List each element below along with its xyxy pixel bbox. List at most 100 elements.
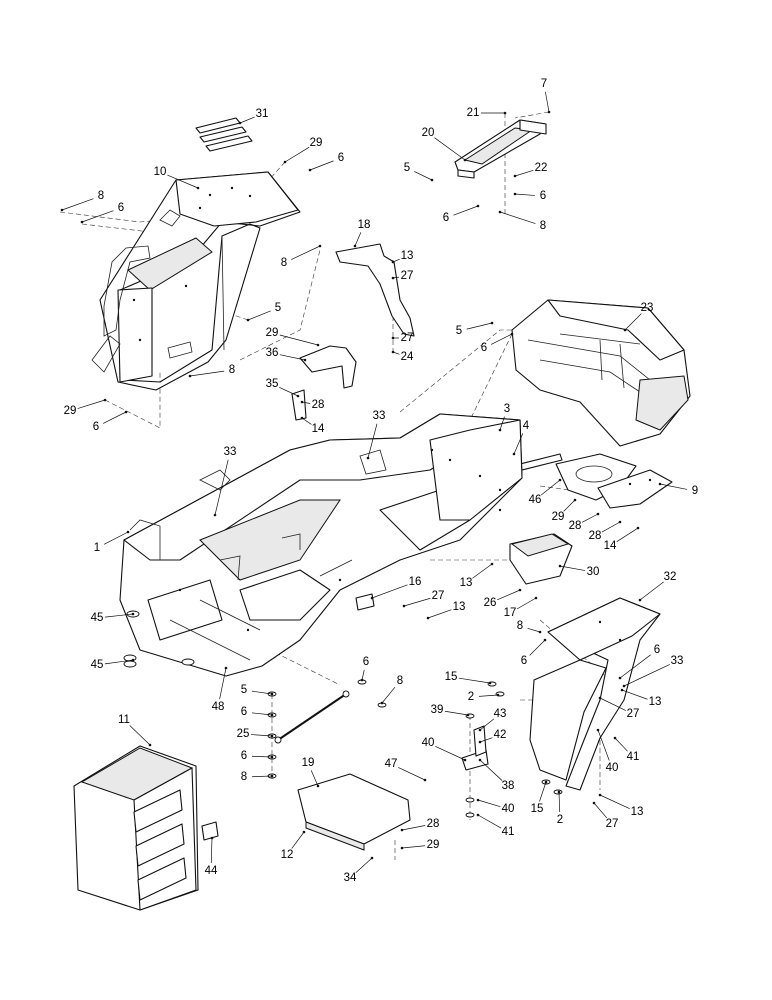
callout-number: 29: [427, 839, 440, 851]
callout-6: 6: [360, 656, 369, 682]
callout-number: 29: [310, 137, 323, 149]
callout-6: 6: [241, 750, 274, 762]
callout-number: 40: [502, 803, 515, 815]
callout-21: 21: [467, 107, 507, 119]
callout-5: 5: [246, 302, 281, 322]
leader-end: [658, 482, 662, 486]
leader-line: [291, 245, 321, 260]
leader-end: [534, 596, 538, 600]
callout-28: 28: [300, 399, 324, 411]
callout-5: 5: [456, 321, 494, 337]
callout-13: 13: [391, 250, 413, 264]
callout-number: 48: [212, 701, 225, 713]
leader-end: [488, 681, 492, 685]
callout-number: 8: [540, 220, 546, 232]
upper-step: [454, 119, 547, 179]
callout-number: 33: [224, 446, 237, 458]
leader-end: [400, 846, 404, 850]
callout-number: 38: [502, 780, 515, 792]
callout-number: 42: [494, 729, 507, 741]
callout-8: 8: [241, 771, 274, 783]
leader-line: [103, 531, 129, 545]
callout-number: 6: [338, 152, 344, 164]
leader-end: [620, 688, 624, 692]
callout-number: 27: [432, 590, 445, 602]
leader-line: [104, 659, 134, 665]
callout-number: 6: [363, 656, 369, 668]
leader-end: [131, 612, 135, 616]
callout-6: 6: [521, 638, 547, 667]
callout-1: 1: [94, 530, 130, 554]
leader-line: [490, 333, 513, 345]
callout-number: 20: [422, 127, 435, 139]
leader-line: [309, 160, 334, 171]
callout-5: 5: [404, 162, 434, 182]
leader-line: [381, 686, 396, 704]
callout-23: 23: [623, 302, 653, 332]
leader-line: [514, 193, 536, 196]
callout-number: 40: [422, 737, 435, 749]
leader-end: [596, 512, 600, 516]
leader-line: [219, 667, 227, 700]
leader-end: [430, 178, 434, 182]
callout-8: 8: [188, 364, 235, 378]
callout-13: 13: [620, 688, 662, 708]
leader-end: [296, 394, 300, 398]
leader-line: [529, 639, 546, 656]
leader-line: [558, 791, 561, 813]
leader-line: [279, 387, 299, 397]
callout-20: 20: [422, 127, 467, 162]
callout-number: 2: [557, 814, 563, 826]
leader-line: [398, 767, 426, 781]
callout-number: 29: [552, 511, 565, 523]
callout-number: 13: [460, 577, 473, 589]
leader-line: [659, 483, 688, 490]
callout-number: 11: [118, 714, 130, 726]
callout-29: 29: [64, 398, 107, 417]
callout-number: 14: [312, 423, 325, 435]
callout-number: 8: [98, 190, 104, 202]
callout-6: 6: [241, 706, 274, 718]
brackets-35-36: [291, 345, 357, 421]
callout-6: 6: [80, 202, 124, 224]
callout-48: 48: [212, 666, 228, 713]
callout-26: 26: [484, 588, 522, 609]
leader-line: [247, 310, 271, 321]
callout-number: 45: [91, 659, 104, 671]
leader-line: [477, 814, 502, 829]
leader-line: [81, 210, 114, 223]
leader-line: [513, 433, 524, 455]
leader-end: [544, 780, 548, 784]
callout-27: 27: [598, 696, 639, 720]
callout-3: 3: [498, 403, 510, 432]
leader-end: [538, 630, 542, 634]
leader-line: [639, 581, 664, 601]
leader-end: [270, 755, 274, 759]
callout-number: 13: [649, 696, 662, 708]
leader-end: [547, 110, 551, 114]
callout-number: 8: [281, 257, 287, 269]
leader-end: [598, 696, 602, 700]
leader-end: [80, 220, 84, 224]
leader-line: [581, 513, 599, 523]
leader-line: [614, 737, 628, 752]
leader-end: [126, 530, 130, 534]
callout-number: 2: [468, 691, 474, 703]
callout-number: 28: [569, 520, 582, 532]
callout-number: 28: [427, 818, 440, 830]
callout-number: 33: [671, 655, 684, 667]
leader-end: [360, 678, 364, 682]
leader-line: [478, 694, 499, 697]
main-chassis-frame: [119, 413, 523, 677]
callout-5: 5: [241, 684, 274, 696]
callout-number: 5: [456, 325, 462, 337]
leader-end: [557, 790, 561, 794]
leader-line: [527, 627, 541, 633]
callout-14: 14: [604, 526, 640, 552]
callout-34: 34: [344, 856, 374, 884]
callout-number: 6: [654, 644, 660, 656]
callout-24: 24: [391, 350, 414, 363]
leader-end: [270, 692, 274, 696]
